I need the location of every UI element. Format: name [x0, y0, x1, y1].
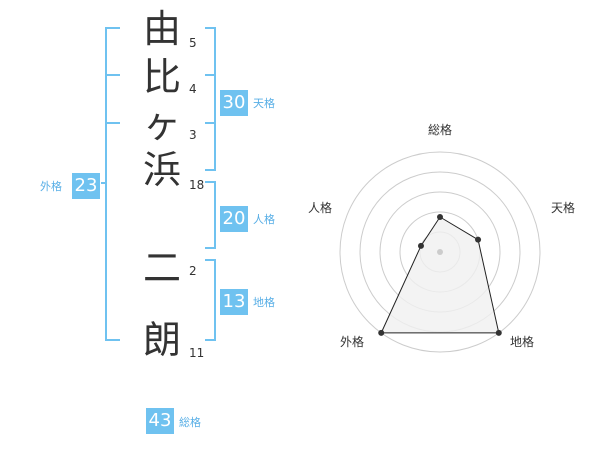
name-char-2: 比	[142, 55, 181, 99]
radar-axis-label-chikaku: 地格	[510, 335, 535, 349]
chikaku-label: 地格	[253, 296, 275, 309]
stroke-count-2: 4	[189, 82, 197, 96]
jinkaku-label: 人格	[253, 213, 275, 226]
name-char-4: 浜	[142, 148, 181, 192]
stroke-count-6: 11	[189, 346, 205, 360]
jinkaku-value: 20	[220, 206, 248, 232]
name-char-5: 二	[142, 246, 181, 290]
soukaku-label: 総格	[179, 416, 201, 429]
chikaku-value: 13	[220, 289, 248, 315]
radar-axis-label-gaikaku: 外格	[340, 335, 365, 349]
gaikaku-value: 23	[72, 173, 100, 199]
radar-axis-label-soukaku: 総格	[428, 123, 453, 137]
name-char-1: 由	[142, 7, 181, 51]
stroke-count-3: 3	[189, 128, 197, 142]
stroke-count-1: 5	[189, 36, 197, 50]
stroke-count-4: 18	[189, 178, 205, 192]
name-char-3: ヶ	[142, 102, 181, 146]
radar-area	[380, 216, 500, 334]
tenkaku-value: 30	[220, 90, 248, 116]
gaikaku-label: 外格	[40, 180, 62, 193]
radar-point-5	[417, 242, 424, 249]
radar-point-4	[378, 329, 385, 336]
radar-point-3	[495, 329, 502, 336]
radar-ring	[339, 151, 541, 353]
radar-point-2	[475, 236, 482, 243]
radar-point-1	[437, 214, 443, 220]
radar-center	[437, 249, 443, 255]
tenkaku-label: 天格	[253, 97, 275, 110]
soukaku-value: 43	[146, 408, 174, 434]
radar-axis-label-jinkaku: 人格	[308, 201, 333, 215]
stroke-count-5: 2	[189, 264, 197, 278]
name-char-6: 朗	[142, 318, 181, 362]
radar-axis-label-tenkaku: 天格	[551, 201, 576, 215]
